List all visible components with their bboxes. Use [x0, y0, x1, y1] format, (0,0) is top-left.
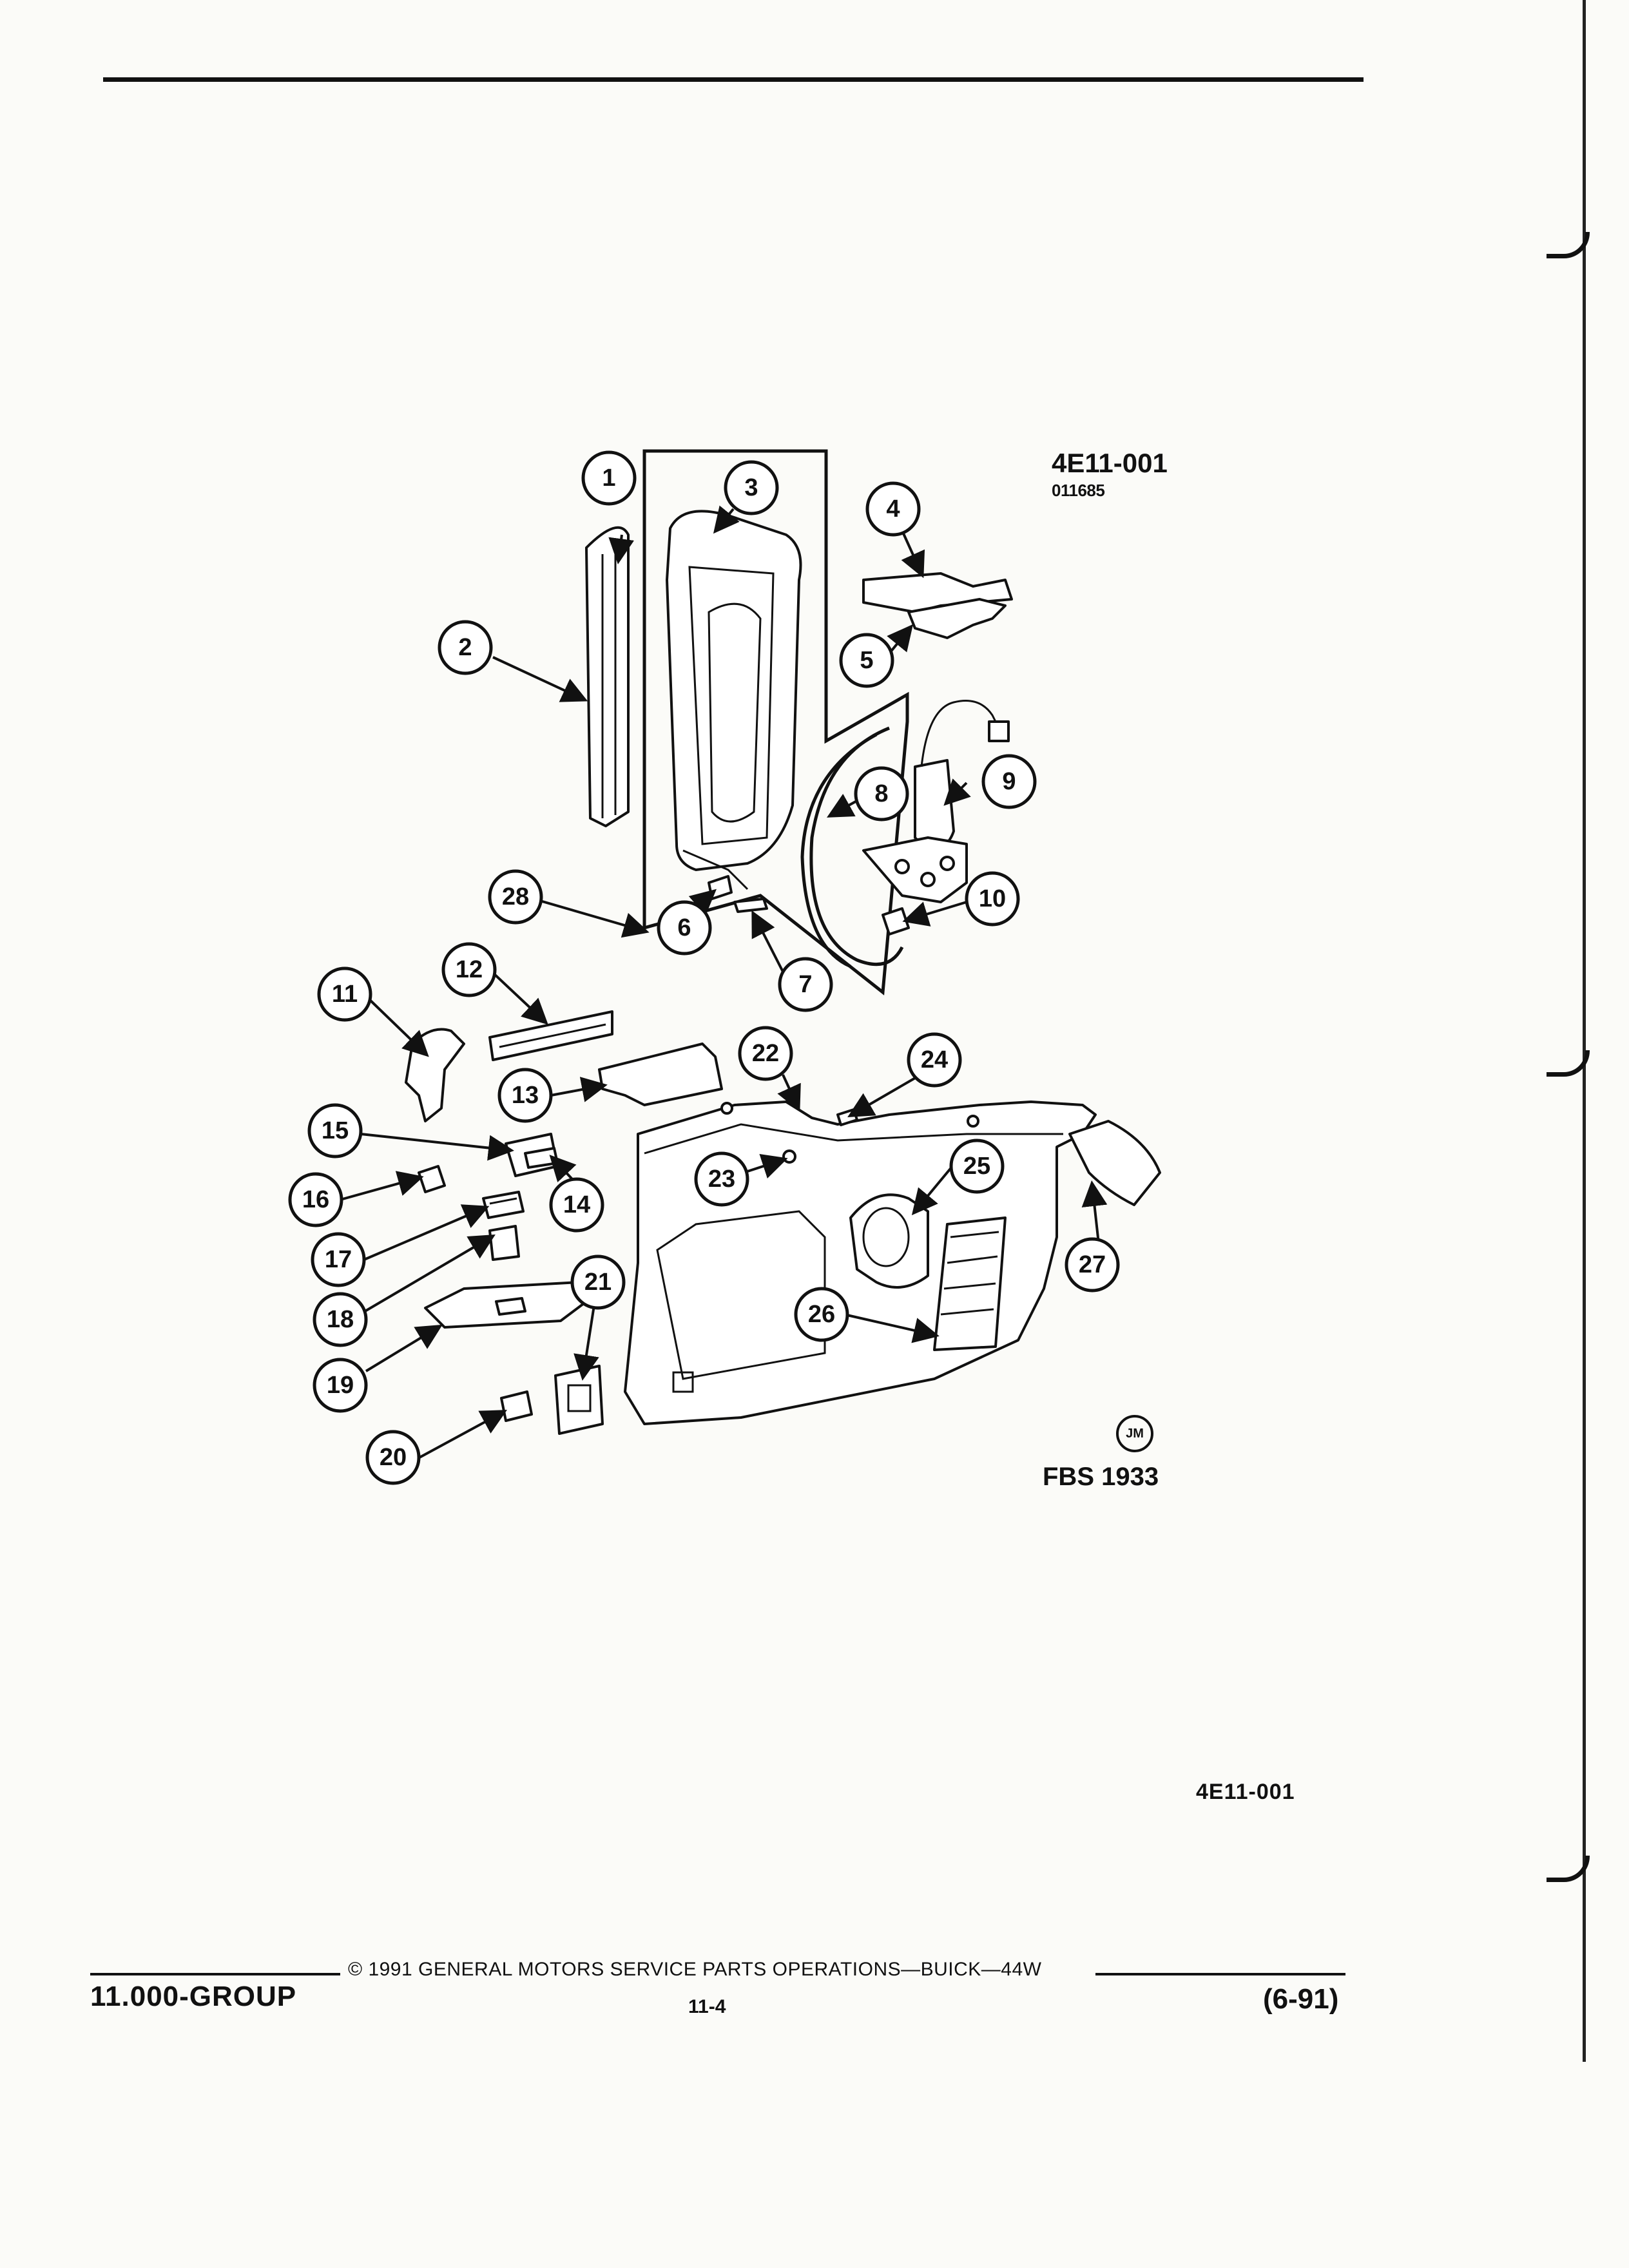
- end-panel-27: [1068, 1120, 1161, 1206]
- callout-19: 19: [313, 1358, 368, 1413]
- callout-18: 18: [313, 1292, 368, 1347]
- small-cap-16: [418, 1165, 446, 1193]
- fbs-number: FBS 1933: [1043, 1463, 1159, 1491]
- callout-10: 10: [965, 871, 1020, 927]
- copyright-line: © 1991 GENERAL MOTORS SERVICE PARTS OPER…: [348, 1959, 1042, 1980]
- svg-text:8: 8: [874, 780, 888, 807]
- svg-text:28: 28: [502, 883, 529, 910]
- svg-text:22: 22: [752, 1040, 779, 1067]
- shim-7: [733, 898, 768, 913]
- callout-27: 27: [1065, 1237, 1120, 1293]
- speaker-grille: [933, 1216, 1007, 1351]
- bezel-21: [554, 1365, 604, 1435]
- top-rule: [103, 77, 1364, 82]
- revision-date: (6-91): [1263, 1983, 1339, 2015]
- svg-text:7: 7: [798, 971, 812, 998]
- end-cap-20: [500, 1390, 533, 1422]
- svg-text:18: 18: [327, 1306, 354, 1333]
- callout-6: 6: [657, 900, 712, 956]
- callout-15: 15: [307, 1103, 363, 1158]
- svg-text:10: 10: [979, 885, 1006, 912]
- clip-10: [882, 907, 910, 936]
- callout-20: 20: [365, 1430, 421, 1485]
- svg-text:26: 26: [808, 1301, 835, 1328]
- svg-text:4: 4: [886, 495, 900, 523]
- callout-13: 13: [497, 1068, 553, 1123]
- callout-11: 11: [317, 966, 372, 1022]
- svg-text:23: 23: [708, 1166, 735, 1193]
- svg-text:14: 14: [563, 1191, 590, 1218]
- window-glass: [666, 510, 802, 871]
- callout-16: 16: [288, 1172, 343, 1227]
- motor-mount-plate: [862, 836, 968, 903]
- svg-text:5: 5: [860, 647, 873, 674]
- artist-mark-badge: JM: [1116, 1415, 1153, 1452]
- regulator-motor: [914, 759, 955, 852]
- footer-rule-left: [90, 1973, 340, 1975]
- callout-23: 23: [694, 1151, 749, 1207]
- callout-26: 26: [794, 1287, 849, 1342]
- callout-12: 12: [441, 942, 497, 997]
- svg-text:1: 1: [602, 465, 615, 492]
- callout-28: 28: [488, 869, 543, 925]
- callout-1: 1: [581, 450, 637, 506]
- figure-id-bottom: 4E11-001: [1196, 1780, 1295, 1804]
- switch-cover-17: [482, 1191, 525, 1219]
- svg-text:16: 16: [302, 1186, 329, 1213]
- cable-harness: [809, 726, 904, 966]
- svg-text:12: 12: [456, 956, 483, 983]
- svg-text:25: 25: [963, 1153, 990, 1180]
- figure-code: 011685: [1052, 481, 1105, 500]
- callout-4: 4: [865, 481, 921, 537]
- svg-text:13: 13: [512, 1082, 539, 1109]
- figure-id: 4E11-001: [1052, 448, 1168, 478]
- callout-25: 25: [949, 1139, 1005, 1194]
- callout-2: 2: [438, 620, 493, 675]
- svg-text:3: 3: [744, 474, 758, 501]
- fastener-6: [708, 875, 733, 900]
- svg-text:24: 24: [921, 1046, 948, 1073]
- footer-rule-right: [1095, 1973, 1345, 1975]
- leader-lines: [340, 505, 1108, 1463]
- svg-text:11: 11: [332, 981, 358, 1008]
- relay-18: [488, 1225, 520, 1261]
- svg-text:2: 2: [458, 634, 472, 661]
- svg-text:20: 20: [380, 1444, 407, 1471]
- binder-edge-line: [1583, 0, 1586, 2062]
- callout-22: 22: [738, 1026, 793, 1081]
- callout-7: 7: [778, 957, 833, 1012]
- bracket-lower: [907, 598, 1007, 639]
- callout-24: 24: [907, 1032, 962, 1088]
- callout-21: 21: [570, 1254, 626, 1310]
- screw-23: [782, 1149, 796, 1164]
- callout-3: 3: [724, 460, 779, 515]
- callout-9: 9: [981, 754, 1037, 809]
- svg-text:27: 27: [1079, 1251, 1106, 1278]
- mounting-rail: [598, 1043, 723, 1106]
- svg-text:19: 19: [327, 1372, 354, 1399]
- callout-8: 8: [854, 766, 909, 822]
- svg-text:15: 15: [322, 1117, 349, 1144]
- svg-text:17: 17: [325, 1246, 352, 1273]
- page-number: 11-4: [688, 1996, 726, 2017]
- svg-text:21: 21: [584, 1269, 612, 1296]
- group-label: 11.000-GROUP: [90, 1981, 297, 2012]
- callout-17: 17: [311, 1232, 366, 1287]
- svg-text:6: 6: [677, 914, 691, 941]
- glass-run-channel: [585, 526, 630, 827]
- callout-14: 14: [549, 1177, 604, 1233]
- callout-5: 5: [839, 633, 894, 688]
- svg-text:9: 9: [1002, 768, 1016, 795]
